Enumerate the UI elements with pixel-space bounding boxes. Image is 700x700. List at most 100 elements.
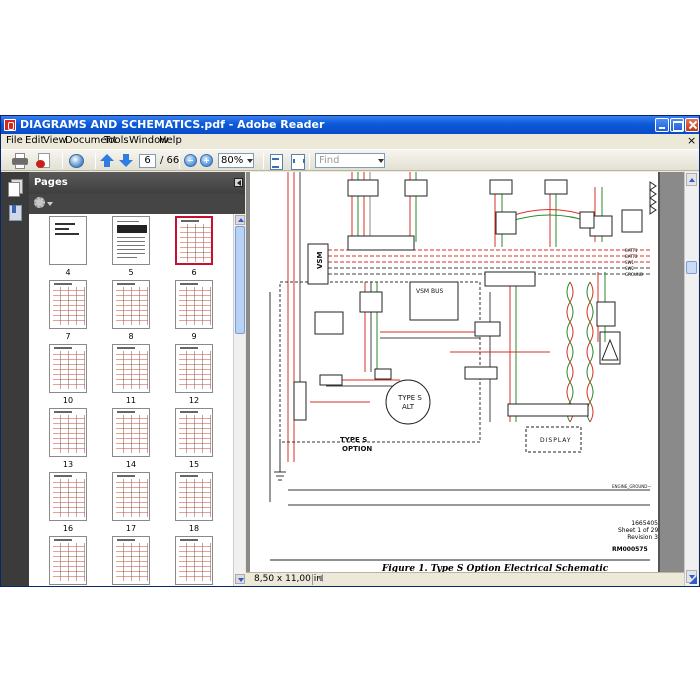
thumbnail-label: 14 [125,460,137,469]
scroll-down-icon[interactable] [235,574,245,584]
page-thumbnail-13[interactable] [49,408,87,457]
scroll-left-icon[interactable] [318,574,323,582]
document-scrollbar[interactable] [684,172,698,586]
pages-panel-title: Pages [34,177,68,188]
fit-width-icon[interactable] [290,153,305,170]
page-thumbnail-5[interactable] [112,216,150,265]
status-bar: 8,50 x 11,00 in [246,572,684,586]
pages-panel: Pages 4 5 6 7 8 9 [29,172,245,586]
scroll-up-icon[interactable] [686,173,697,186]
navigation-pane-strip [1,172,29,586]
title-bar[interactable]: DIAGRAMS AND SCHEMATICS.pdf - Adobe Read… [1,116,699,134]
page-thumbnail-8[interactable] [112,280,150,329]
zoom-dropdown-icon[interactable] [247,159,253,163]
page-thumbnail-6[interactable] [175,216,213,265]
create-pdf-icon[interactable] [36,153,52,169]
sw1-label: SW1 [625,260,634,265]
collaborate-icon[interactable] [68,153,86,169]
thumbnail-label: 10 [62,396,74,405]
window-title: DIAGRAMS AND SCHEMATICS.pdf - Adobe Read… [20,118,325,131]
scroll-thumb[interactable] [686,261,697,274]
resize-grip-icon[interactable] [687,574,697,584]
page-thumbnail-16[interactable] [49,472,87,521]
close-button[interactable] [685,118,699,132]
scroll-thumb[interactable] [235,226,245,334]
next-page-icon[interactable] [119,153,133,169]
toolbar-separator [309,153,310,169]
options-dropdown-icon[interactable] [47,202,53,206]
vsm-bus-label: VSM BUS [416,288,444,295]
thumbnail-label: 16 [62,524,74,533]
thumbnail-label: 9 [191,332,197,341]
menu-view[interactable]: View [43,135,67,146]
bookmarks-icon[interactable] [8,205,22,221]
page-thumbnail[interactable] [49,536,87,585]
drawing-number: RM000575 [612,546,648,553]
find-dropdown-icon[interactable] [378,159,384,163]
revision: Revision 3 [627,534,658,541]
page-thumbnail-9[interactable] [175,280,213,329]
toolbar-separator [95,153,96,169]
sheet-number: 1665405 [631,520,658,527]
page-number-input[interactable]: 6 [139,154,156,168]
collapse-panel-icon[interactable] [234,178,243,187]
menu-edit[interactable]: Edit [25,135,45,146]
page-size: 8,50 x 11,00 in [254,574,322,584]
menu-document[interactable]: Document [65,135,117,146]
fit-page-icon[interactable] [269,153,283,170]
page-thumbnail-12[interactable] [175,344,213,393]
document-view[interactable]: VSM VSM BUS TYPE S ALT TYPE S OPTION DIS… [246,172,684,572]
menu-help[interactable]: Help [159,135,182,146]
electrical-schematic: VSM VSM BUS TYPE S ALT TYPE S OPTION DIS… [269,172,657,561]
page-thumbnail-10[interactable] [49,344,87,393]
page-thumbnail-17[interactable] [112,472,150,521]
page-thumbnail-15[interactable] [175,408,213,457]
toolbar-separator [263,153,264,169]
scroll-up-icon[interactable] [235,215,245,225]
zoom-in-icon[interactable] [200,154,213,167]
menu-tools[interactable]: Tools [104,135,129,146]
menu-window[interactable]: Window [129,135,169,146]
page-thumbnail-11[interactable] [112,344,150,393]
alternator-label-2: ALT [402,403,415,411]
page-thumbnail-4[interactable] [49,216,87,265]
page-thumbnail[interactable] [175,536,213,585]
page-thumbnail-18[interactable] [175,472,213,521]
thumbnail-label: 11 [125,396,137,405]
menu-bar: File Edit View Document Tools Window Hel… [1,134,699,149]
page-total: / 66 [160,155,180,166]
menu-file[interactable]: File [6,135,23,146]
sheet-of: Sheet 1 of 29 [618,527,659,534]
thumbnail-label: 13 [62,460,74,469]
pdf-page: VSM VSM BUS TYPE S ALT TYPE S OPTION DIS… [250,172,660,572]
pages-panel-icon[interactable] [8,179,23,197]
display-label: DISPLAY [540,437,572,444]
maximize-button[interactable] [670,118,684,132]
previous-page-icon[interactable] [100,153,114,169]
pages-options-bar [29,194,245,214]
thumbnail-label: 6 [191,268,197,277]
sw2-label: SW2 [625,266,634,271]
minimize-button[interactable] [655,118,669,132]
page-thumbnail-7[interactable] [49,280,87,329]
engine-ground-label: ENGINE_GROUND— [612,484,651,489]
thumbnail-label: 18 [188,524,200,533]
thumbnail-list: 4 5 6 7 8 9 10 11 12 13 [29,214,233,586]
thumbnail-label: 4 [65,268,71,277]
alternator-label-1: TYPE S [397,394,422,402]
find-input[interactable]: Find [315,153,385,168]
toolbar-separator [62,153,63,169]
batt1-label: BATT1 [625,248,638,253]
zoom-out-icon[interactable] [184,154,197,167]
page-thumbnail-14[interactable] [112,408,150,457]
page-thumbnail[interactable] [112,536,150,585]
document-close-icon[interactable]: × [687,134,697,147]
option-label-1: TYPE S [340,436,367,444]
thumbnail-scrollbar[interactable] [233,214,245,586]
options-gear-icon[interactable] [34,197,45,208]
adobe-reader-window: DIAGRAMS AND SCHEMATICS.pdf - Adobe Read… [0,115,700,587]
zoom-select[interactable]: 80% [218,153,254,168]
thumbnail-label: 15 [188,460,200,469]
status-divider [312,574,313,585]
print-icon[interactable] [12,153,28,169]
